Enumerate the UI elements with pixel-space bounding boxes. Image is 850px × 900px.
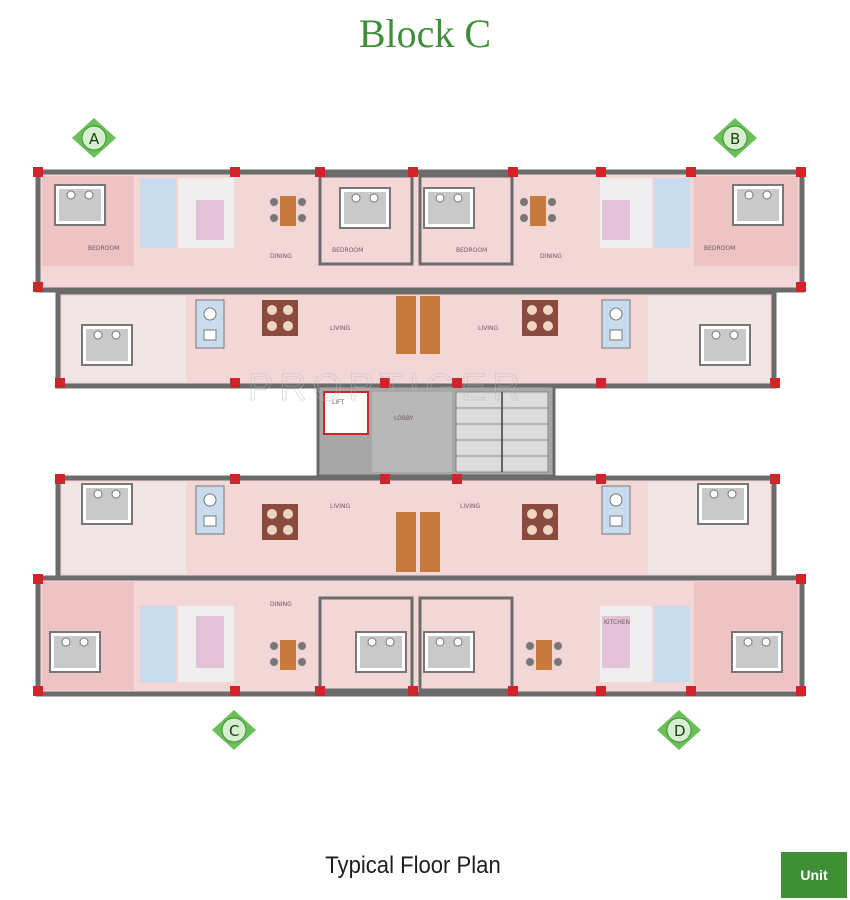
label-dining-b: DINING: [540, 253, 562, 260]
marker-a-label: A: [89, 130, 100, 148]
label-lift: LIFT: [332, 399, 344, 406]
lower-wing: [35, 475, 805, 697]
unit-button[interactable]: Unit: [781, 852, 847, 898]
label-bedroom-a: BEDROOM: [88, 245, 119, 252]
label-bedroom-b: BEDROOM: [704, 245, 735, 252]
marker-c-label: C: [229, 722, 239, 740]
label-living-b: LIVING: [478, 325, 498, 332]
label-bedroom-b2: BEDROOM: [456, 247, 487, 254]
structural-columns: [33, 167, 806, 696]
service-core: [316, 384, 556, 478]
marker-d: D: [657, 710, 701, 750]
marker-d-label: D: [674, 722, 686, 740]
page-title: Block C: [358, 11, 492, 56]
upper-wing: [35, 169, 805, 389]
marker-c: C: [212, 710, 256, 750]
label-dining-a: DINING: [270, 253, 292, 260]
label-living-d: LIVING: [460, 503, 480, 510]
watermark: PROPTIGER: [248, 367, 526, 409]
marker-b-label: B: [730, 130, 740, 148]
marker-b: B: [713, 118, 757, 158]
label-living-c: LIVING: [330, 503, 350, 510]
label-bedroom-a2: BEDROOM: [332, 247, 363, 254]
marker-a: A: [72, 118, 116, 158]
label-kitchen-d: KITCHEN: [604, 619, 630, 626]
label-lobby: LOBBY: [394, 415, 414, 422]
plan-caption: Typical Floor Plan: [325, 852, 501, 879]
label-dining-c: DINING: [270, 601, 292, 608]
label-living-a: LIVING: [330, 325, 350, 332]
